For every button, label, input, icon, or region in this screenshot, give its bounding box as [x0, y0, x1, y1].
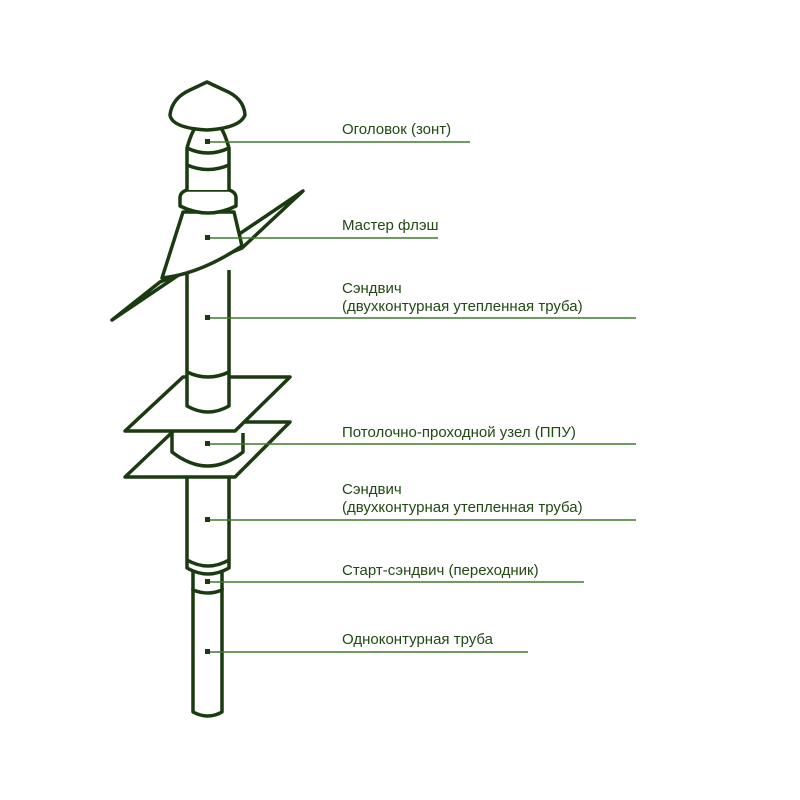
- label-sandwich-1-desc: (двухконтурная утепленная труба): [342, 298, 583, 315]
- ceiling-unit-cylinder: [170, 433, 245, 468]
- label-master-flash: Мастер флэш: [342, 217, 439, 234]
- cap-umbrella: [168, 80, 247, 132]
- flashing-cone: [160, 210, 244, 280]
- label-sandwich-2-title: Сэндвич: [342, 481, 402, 498]
- upper-sandwich-pipe: [185, 270, 231, 414]
- label-cap: Оголовок (зонт): [342, 121, 452, 138]
- label-single-wall-pipe: Одноконтурная труба: [342, 631, 494, 648]
- label-start-sandwich: Старт-сэндвич (переходник): [342, 562, 539, 579]
- label-sandwich-1-title: Сэндвич: [342, 280, 402, 297]
- label-sandwich-1: Сэндвич (двухконтурная утепленная труба): [342, 280, 583, 316]
- cap-neck: [185, 126, 231, 190]
- label-sandwich-2: Сэндвич (двухконтурная утепленная труба): [342, 481, 583, 517]
- leader-lines: [208, 141, 636, 653]
- collar: [178, 188, 238, 215]
- label-ceiling-unit: Потолочно-проходной узел (ППУ): [342, 424, 576, 441]
- leader-dots: [205, 139, 210, 654]
- label-sandwich-2-desc: (двухконтурная утепленная труба): [342, 499, 583, 516]
